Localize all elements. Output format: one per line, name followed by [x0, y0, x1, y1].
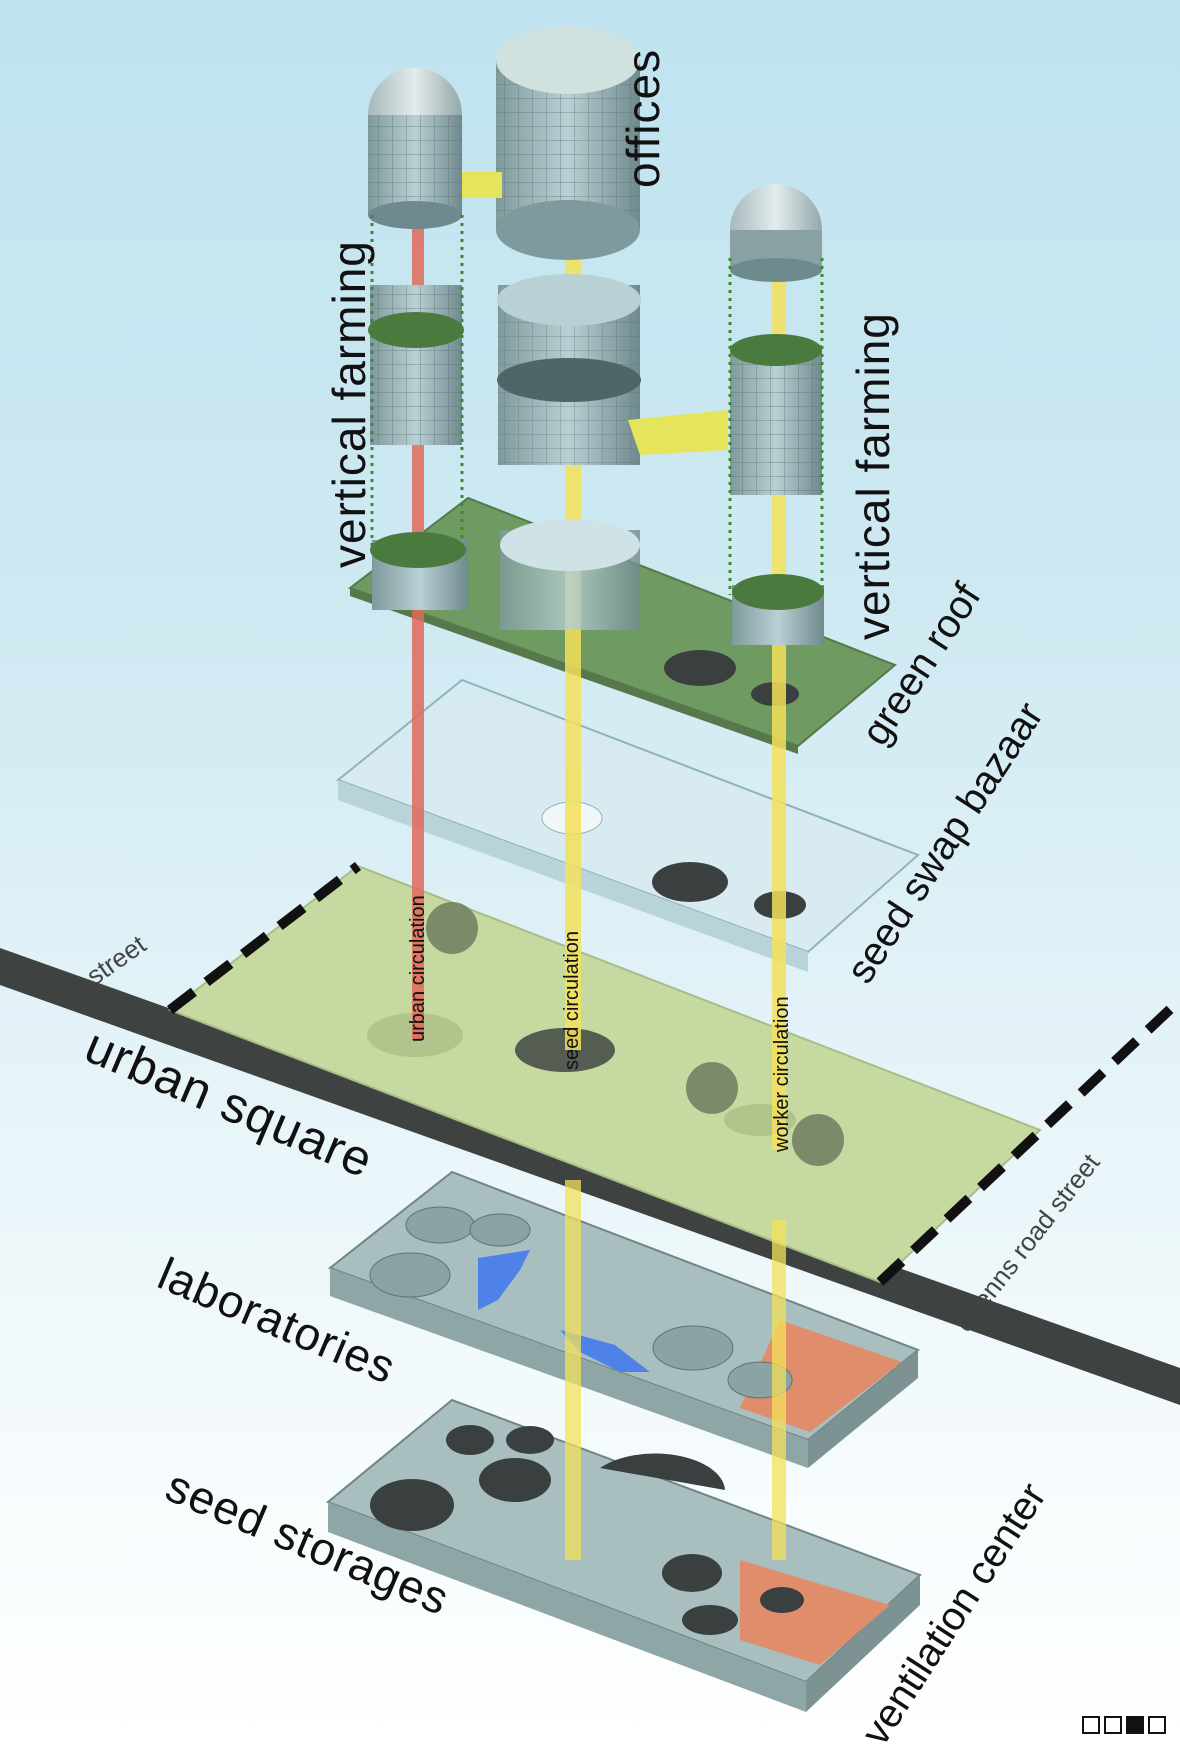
center-tower [497, 274, 641, 630]
urban-square-boundary [166, 862, 1180, 1286]
right-farming-tower [628, 184, 824, 645]
page-marker [1082, 1716, 1166, 1734]
label-vertical-farming-right: vertical farming [847, 312, 899, 640]
page-marker-square [1148, 1716, 1166, 1734]
label-seed-circulation: seed circulation [561, 931, 583, 1070]
page-marker-square-active [1126, 1716, 1144, 1734]
label-urban-circulation: urban circulation [407, 895, 429, 1042]
label-vertical-farming-left: vertical farming [323, 240, 375, 568]
label-offices: offices [617, 48, 669, 188]
page-marker-square [1104, 1716, 1122, 1734]
street-band [0, 948, 1180, 1405]
tree-icon [426, 902, 844, 1166]
left-farming-tower [368, 68, 468, 610]
offices-tower [462, 26, 640, 260]
page-marker-square [1082, 1716, 1100, 1734]
seed-storages-slab [326, 1398, 922, 1712]
label-worker-circulation: worker circulation [771, 996, 793, 1152]
